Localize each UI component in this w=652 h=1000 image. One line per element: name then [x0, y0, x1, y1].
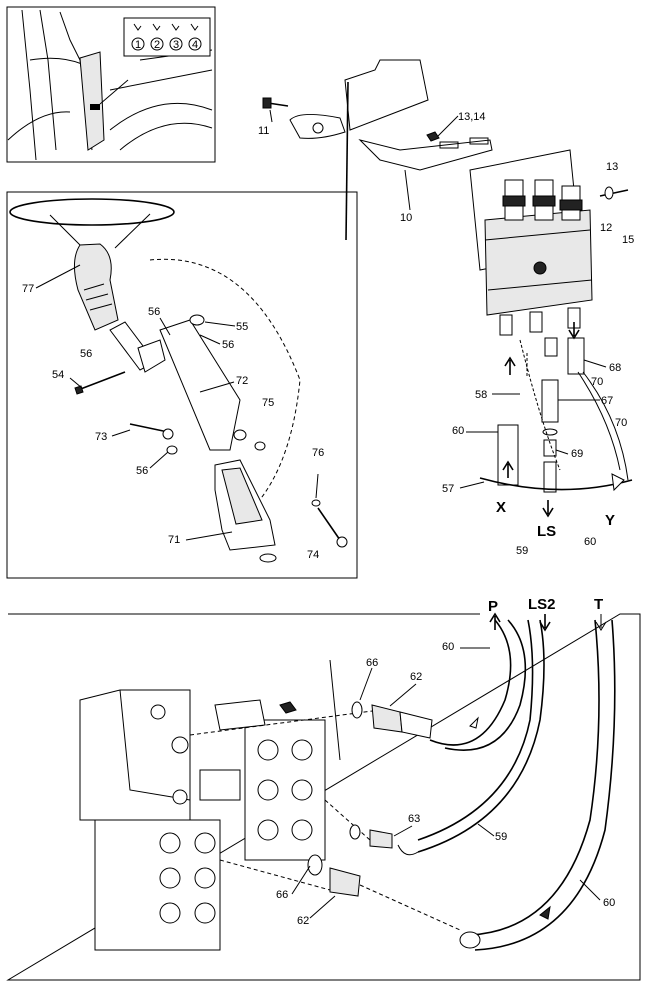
label-55: 55: [236, 321, 248, 333]
label-59a: 59: [516, 545, 528, 557]
label-60b: 60: [584, 536, 596, 548]
port-t: T: [594, 596, 603, 613]
control-symbols: [133, 23, 199, 31]
label-69: 69: [571, 448, 583, 460]
label-10: 10: [400, 212, 412, 224]
label-73: 73: [95, 431, 107, 443]
label-62a: 62: [410, 671, 422, 683]
label-70a: 70: [591, 376, 603, 388]
pedal-assembly-panel: [6, 191, 358, 579]
label-60a: 60: [452, 425, 464, 437]
hose-connection-panel: [6, 612, 641, 981]
port-p: P: [488, 598, 498, 615]
label-13-14: 13,14: [458, 111, 486, 123]
label-13: 13: [606, 161, 618, 173]
part-labels: 10 11 12 13 13,14 15 54 55 56 56 56 56 5…: [22, 111, 634, 927]
badge-1: 1: [135, 39, 141, 51]
label-72: 72: [236, 375, 248, 387]
label-56d: 56: [136, 465, 148, 477]
label-11: 11: [258, 125, 269, 137]
label-66a: 66: [366, 657, 378, 669]
valve-assembly: [262, 59, 633, 518]
label-74: 74: [307, 549, 319, 561]
label-67: 67: [601, 395, 613, 407]
label-60d: 60: [603, 897, 615, 909]
label-63: 63: [408, 813, 420, 825]
label-70b: 70: [615, 417, 627, 429]
label-12: 12: [600, 222, 612, 234]
badge-2: 2: [154, 39, 160, 51]
port-ls2: LS2: [528, 596, 556, 613]
label-68: 68: [609, 362, 621, 374]
label-77: 77: [22, 283, 34, 295]
badge-4: 4: [192, 39, 198, 51]
port-x: X: [496, 499, 506, 516]
port-ls: LS: [537, 523, 556, 540]
label-75: 75: [262, 397, 274, 409]
label-66b: 66: [276, 889, 288, 901]
port-y: Y: [605, 512, 615, 529]
label-56a: 56: [148, 306, 160, 318]
label-62b: 62: [297, 915, 309, 927]
label-76: 76: [312, 447, 324, 459]
leader-lines: [35, 109, 607, 919]
location-inset: 1 2 3 4: [6, 6, 216, 163]
port-labels: X LS Y P LS2 T: [488, 499, 615, 615]
inset-badges: 1 2 3 4: [131, 37, 202, 51]
label-56b: 56: [80, 348, 92, 360]
label-71: 71: [168, 534, 180, 546]
label-15: 15: [622, 234, 634, 246]
label-56c: 56: [222, 339, 234, 351]
badge-3: 3: [173, 39, 179, 51]
label-54: 54: [52, 369, 64, 381]
label-59b: 59: [495, 831, 507, 843]
label-60c: 60: [442, 641, 454, 653]
label-58: 58: [475, 389, 487, 401]
label-57: 57: [442, 483, 454, 495]
